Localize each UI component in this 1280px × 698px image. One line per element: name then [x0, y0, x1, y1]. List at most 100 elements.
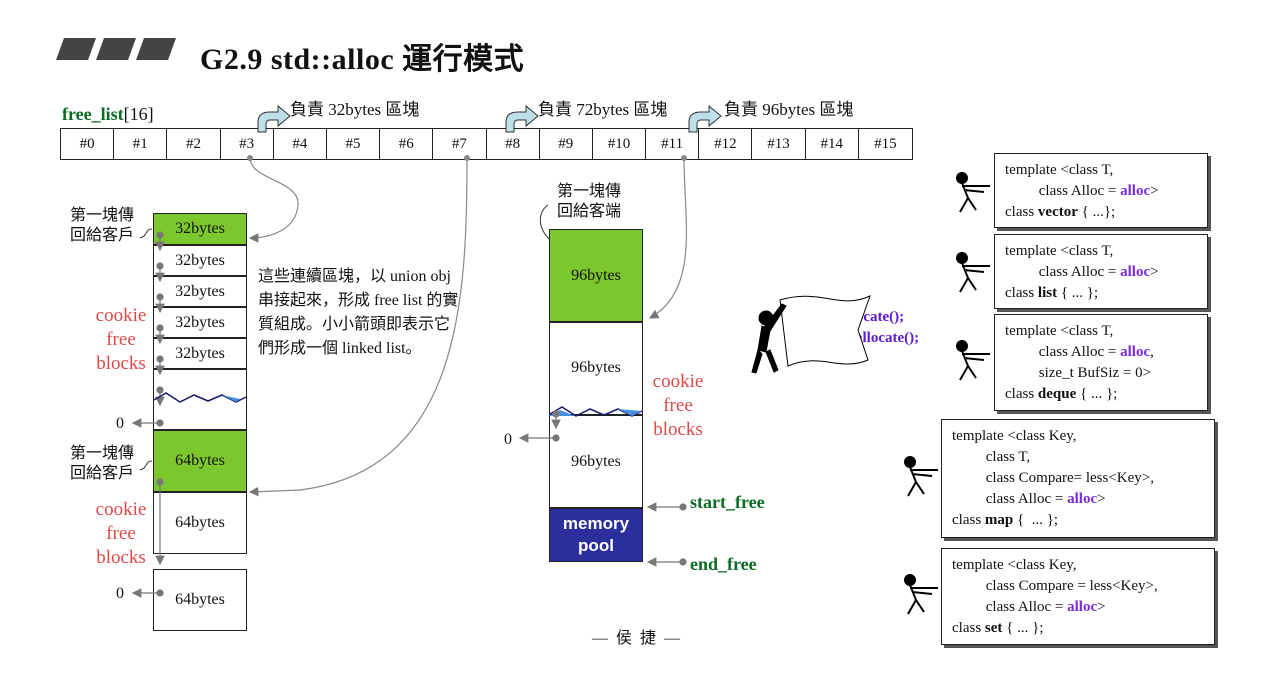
- free-list-cell: #8: [487, 129, 540, 159]
- code-line: class: [1005, 386, 1038, 402]
- cookie-free-label: cookie free blocks: [95, 499, 147, 568]
- pointer-3: [248, 157, 299, 243]
- memory-block-32: 32bytes: [153, 307, 247, 338]
- page-title: G2.9 std::alloc 運行模式: [200, 43, 525, 76]
- alloc-keyword: alloc: [1120, 264, 1151, 280]
- free-list-cell: #7: [433, 129, 487, 159]
- list-declaration: template <class T, class Alloc = alloc> …: [994, 234, 1208, 309]
- worker-figure-list: [956, 252, 990, 293]
- null-terminator: 0: [116, 415, 124, 432]
- free-list-cell: #0: [61, 129, 115, 159]
- container-name: set: [984, 620, 1003, 636]
- memory-block-96: 96bytes: [549, 322, 643, 415]
- worker-figure-set: [904, 574, 938, 615]
- free-list-cell: #14: [806, 129, 859, 159]
- set-declaration: template <class Key, class Compare = les…: [941, 548, 1215, 645]
- free-list-cell: #1: [114, 129, 168, 159]
- first-block-note-32: 第一塊傳 回給客戶: [70, 207, 135, 244]
- code-line: class Alloc =: [952, 599, 1068, 615]
- null-terminator: 0: [504, 431, 512, 448]
- responsibility-arrow-32: [257, 104, 291, 133]
- responsibility-arrow-72: [505, 104, 539, 133]
- pointer-11: [648, 157, 687, 319]
- code-line: template <class Key,: [952, 557, 1077, 573]
- free-list-size: [16]: [123, 104, 154, 124]
- free-list-cell: #13: [752, 129, 806, 159]
- free-list-cell: #12: [699, 129, 753, 159]
- alloc-keyword: alloc: [1067, 599, 1098, 615]
- free-list-cell: #15: [874, 136, 897, 152]
- memory-block-32: 32bytes: [153, 338, 247, 369]
- free-list-cell: #3: [221, 129, 274, 159]
- responsible-72-label: 負責 72bytes 區塊: [538, 100, 668, 119]
- code-line: class Compare = less<Key>,: [952, 578, 1158, 594]
- free-list-cell: #5: [327, 129, 381, 159]
- code-punct: >: [1097, 491, 1106, 507]
- note-callouts: [139, 204, 551, 471]
- code-line: class: [1005, 285, 1038, 301]
- code-line: class: [952, 620, 985, 636]
- pointer-7: [248, 157, 468, 497]
- memory-block-64: 64bytes: [153, 569, 247, 631]
- code-line: class Compare= less<Key>,: [952, 470, 1155, 486]
- memory-block-64-given: 64bytes: [153, 430, 247, 492]
- worker-figure-map: [904, 456, 938, 497]
- code-line: class T,: [952, 449, 1031, 465]
- linked-list-description: 這些連續區塊，以 union obj 串接起來，形成 free list 的實 …: [258, 268, 459, 357]
- responsible-96-label: 負責 96bytes 區塊: [724, 100, 854, 119]
- responsibility-arrow-96: [688, 104, 722, 133]
- alloc-keyword: alloc: [1120, 344, 1151, 360]
- responsible-32-label: 負責 32bytes 區塊: [290, 100, 420, 119]
- code-punct: >: [1097, 599, 1106, 615]
- end-free-pointer: end_free: [690, 554, 757, 574]
- start-free-pointer: start_free: [690, 492, 765, 512]
- code-line: class: [1005, 204, 1038, 220]
- memory-block-32: 32bytes: [153, 276, 247, 307]
- first-block-note-64: 第一塊傳 回給客戶: [70, 445, 135, 482]
- code-tail: { ... };: [1002, 620, 1044, 636]
- first-block-note-96: 第一塊傳 回給客端: [557, 183, 622, 220]
- free-list-cell: #9: [540, 129, 593, 159]
- code-line: class Alloc =: [952, 491, 1068, 507]
- deque-declaration: template <class T, class Alloc = alloc, …: [994, 314, 1208, 411]
- worker-figure-vector: [956, 172, 990, 213]
- memory-pool-block: memory pool: [549, 508, 643, 562]
- left-chain-links: [131, 231, 165, 598]
- map-declaration: template <class Key, class T, class Comp…: [941, 419, 1215, 538]
- free-list-name: free_list: [62, 104, 124, 124]
- code-line: template <class T,: [1005, 323, 1114, 339]
- free-list-cell: #6: [380, 129, 434, 159]
- memory-block-96: 96bytes: [549, 415, 643, 508]
- free-list-pointers: [248, 157, 687, 497]
- alloc-flag-figure: [751, 295, 871, 374]
- null-terminator: 0: [116, 585, 124, 602]
- memory-block-64: 64bytes: [153, 492, 247, 554]
- container-name: list: [1037, 285, 1058, 301]
- container-name: deque: [1037, 386, 1077, 402]
- worker-figure-deque: [956, 340, 990, 381]
- container-name: map: [984, 512, 1014, 528]
- container-name: vector: [1037, 204, 1078, 220]
- memory-block-32-given: 32bytes: [153, 213, 247, 245]
- memory-block-32: 32bytes: [153, 245, 247, 276]
- free-list-cell: #11: [646, 129, 700, 159]
- free-list-cell: #10: [593, 129, 647, 159]
- code-tail: { ... };: [1057, 285, 1099, 301]
- alloc-keyword: alloc: [1067, 491, 1098, 507]
- code-line: class Alloc =: [1005, 264, 1121, 280]
- free-list-cell: #4: [274, 129, 327, 159]
- code-tail: { ... };: [1013, 512, 1059, 528]
- free-list-array: #0 #1 #2 #3 #4 #5 #6 #7 #8 #9 #10 #11 #1…: [60, 128, 913, 160]
- cookie-free-label: cookie free blocks: [95, 305, 147, 374]
- code-line: class Alloc =: [1005, 183, 1121, 199]
- vector-declaration: template <class T, class Alloc = alloc> …: [994, 153, 1208, 228]
- free-list-label: free_list[16]: [62, 104, 154, 125]
- cookie-free-label: cookie free blocks: [652, 371, 704, 440]
- code-tail: { ... };: [1076, 386, 1118, 402]
- free-list-cell: #2: [167, 129, 221, 159]
- block-tear-left: [153, 392, 247, 403]
- code-line: template <class Key,: [952, 428, 1077, 444]
- memory-block-96-given: 96bytes: [549, 229, 643, 322]
- code-punct: >: [1150, 264, 1159, 280]
